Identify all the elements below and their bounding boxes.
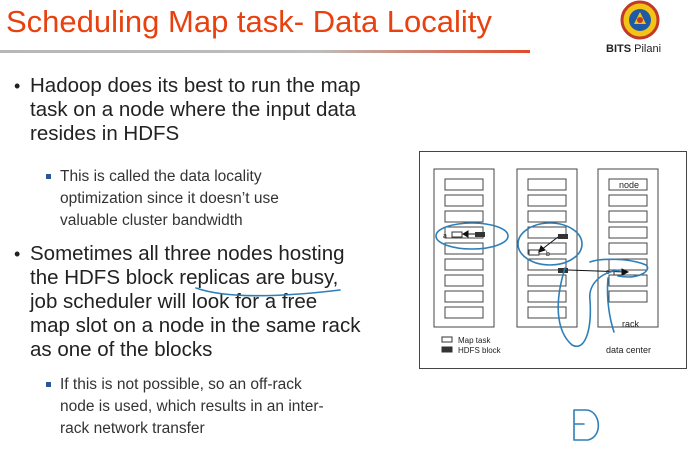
bullet-1: • Hadoop does its best to run the map ta…: [14, 74, 361, 145]
sub-bullet-1: This is called the data locality optimiz…: [46, 166, 279, 232]
rack-1: [433, 168, 495, 328]
bits-pilani-logo: [620, 0, 660, 40]
slide-title: Scheduling Map task- Data Locality: [6, 4, 492, 39]
legend-map-task: Map task: [458, 336, 491, 345]
label-a: a: [443, 233, 447, 240]
rack-3: [597, 168, 659, 328]
node-label: node: [619, 180, 639, 190]
rack-2: [516, 168, 578, 328]
title-underline: [0, 50, 530, 53]
label-c: c: [606, 269, 610, 276]
legend: [441, 336, 453, 353]
bullet-2: • Sometimes all three nodes hosting the …: [14, 242, 361, 361]
logo-caption: BITS Pilani: [606, 43, 662, 55]
datacenter-label: data center: [606, 345, 651, 355]
legend-hdfs-block: HDFS block: [458, 346, 502, 355]
rack-label: rack: [622, 319, 640, 329]
label-b: b: [546, 251, 550, 258]
sub-bullet-2: If this is not possible, so an off-rack …: [46, 374, 324, 440]
data-locality-diagram: Map task HDFS block node rack data cente…: [419, 151, 687, 369]
